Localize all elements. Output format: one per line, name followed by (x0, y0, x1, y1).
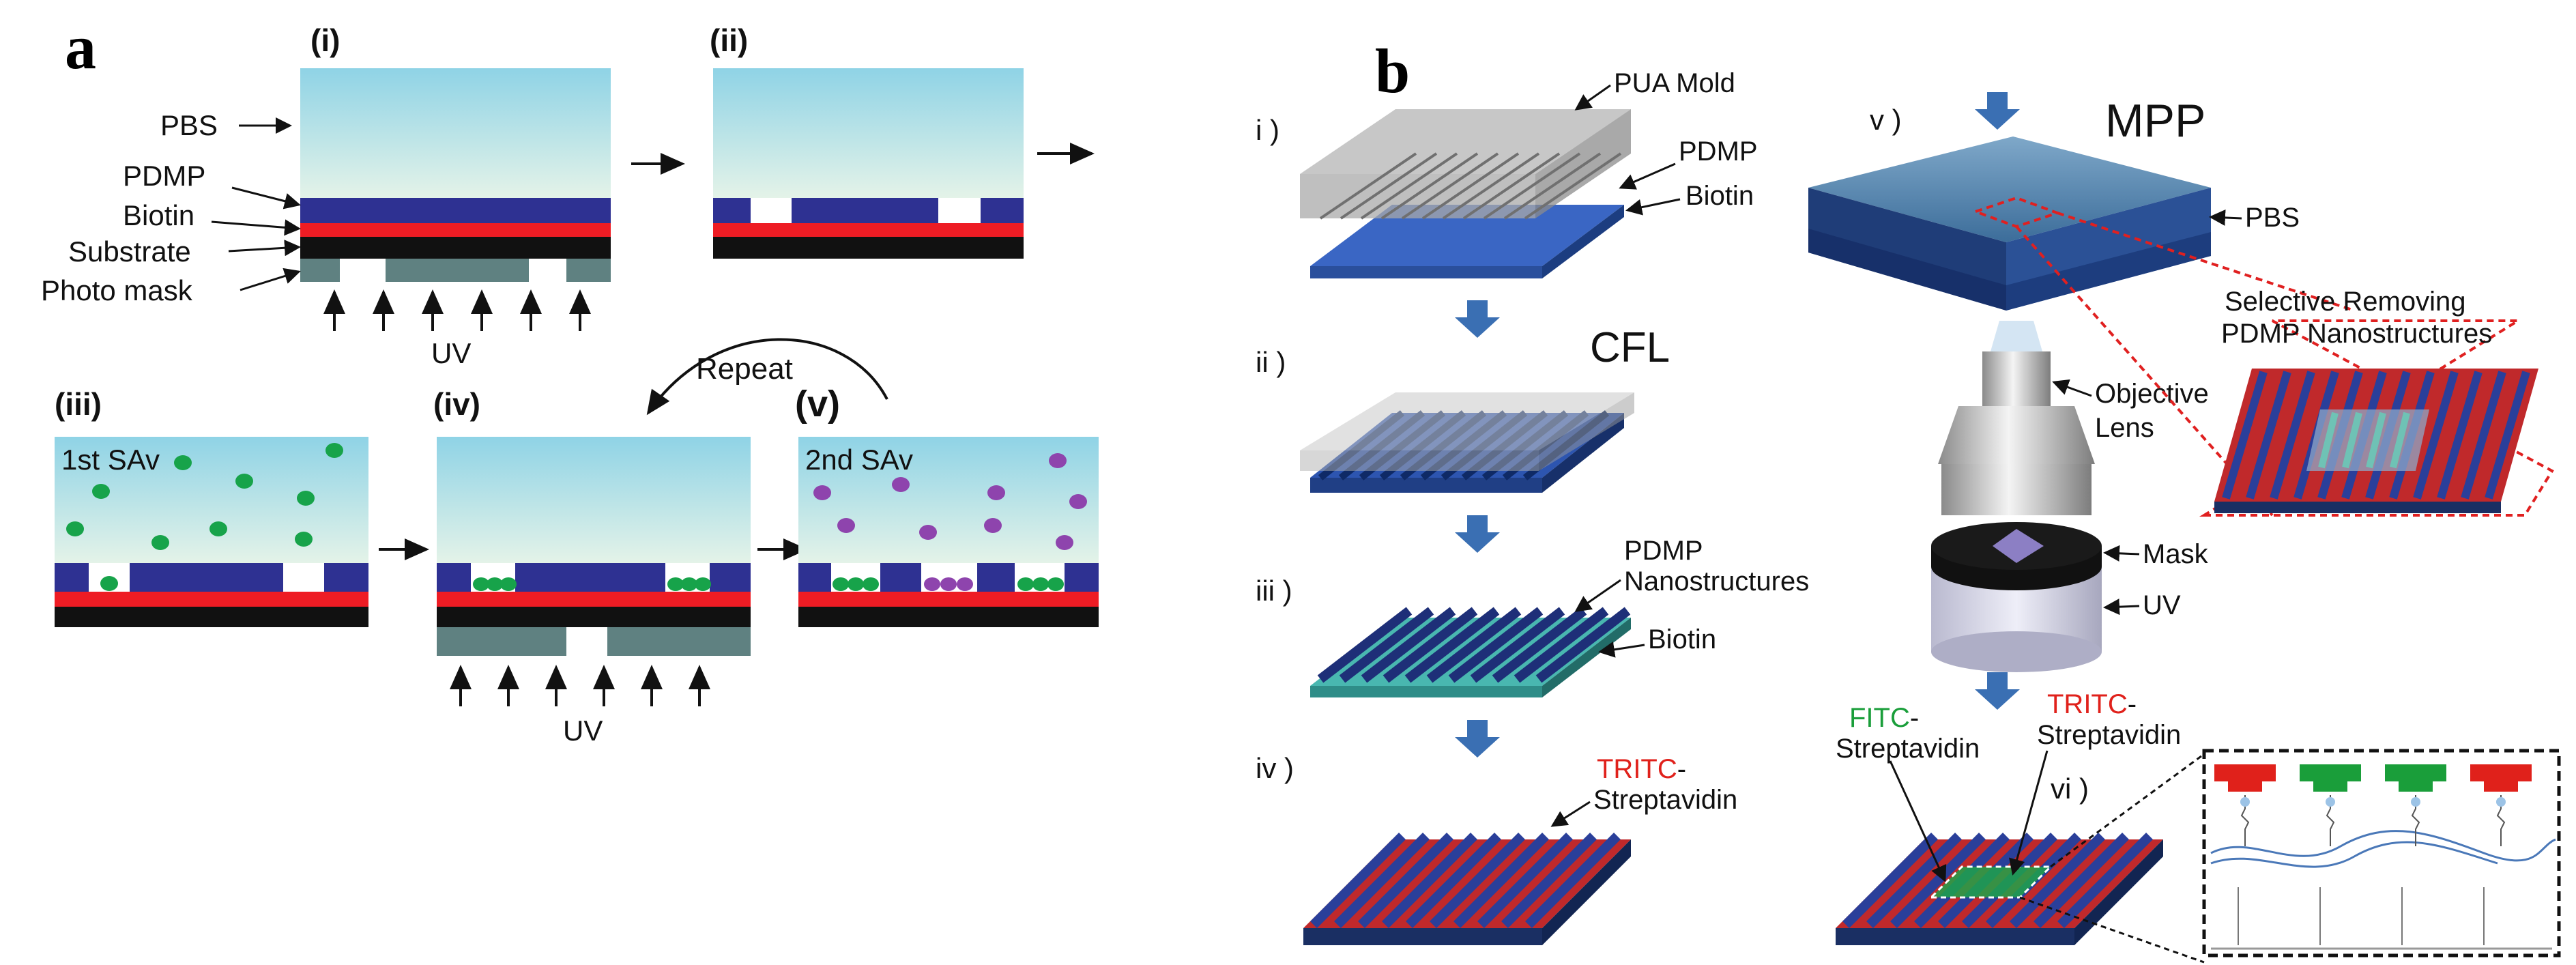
sav2-molecules (813, 453, 1087, 550)
panel-b-label: b (1375, 36, 1410, 106)
step-b-ii-label: ii ) (1256, 346, 1286, 378)
pdmp-nano-label-2: Nanostructures (1624, 566, 1809, 596)
selective-label-1: Selective Removing (2225, 287, 2466, 317)
streptavidin-tritc-label: Streptavidin (2037, 720, 2181, 750)
streptavidin-row (2214, 764, 2532, 792)
tritc-label: TRITC- (1597, 754, 1686, 784)
panel-b: b i ) PUA Mold (1256, 36, 2561, 964)
streptavidin-label-iv: Streptavidin (1593, 785, 1737, 815)
layer-labels-a: PBS PDMP Biotin Substrate Photo mask (41, 109, 301, 306)
label-biotin: Biotin (123, 199, 194, 231)
step-a-ii-label: (ii) (710, 23, 748, 58)
stack-a-iii: 1st SAv (55, 437, 368, 627)
stack-a-v: 2nd SAv (798, 437, 1099, 627)
pbs-layer (300, 68, 611, 198)
pdmp-nano-label-1: PDMP (1624, 536, 1703, 566)
sav1-molecules (66, 443, 343, 591)
biotin-label-b: Biotin (1685, 181, 1754, 211)
down-arrow-blue (1975, 672, 2020, 710)
stack-a-i (300, 68, 611, 282)
photomask-segment (566, 259, 611, 282)
objective-lens (1938, 321, 2095, 515)
step-a-iii-label: (iii) (55, 386, 102, 422)
pua-mold-label: PUA Mold (1614, 68, 1735, 98)
fitc-label: FITC- (1849, 703, 1919, 733)
label-photomask: Photo mask (41, 274, 193, 306)
selective-label-2: PDMP Nanostructures (2221, 319, 2492, 349)
panel-a-label: a (65, 12, 96, 82)
step-a-iv-label: (iv) (433, 386, 480, 422)
stack-b-ii (1300, 392, 1634, 493)
mask-label: Mask (2143, 539, 2209, 569)
cfl-label: CFL (1590, 324, 1670, 371)
pbs-box (1808, 136, 2211, 311)
objective-label-1: Objective (2095, 379, 2209, 409)
step-a-i-label: (i) (310, 23, 340, 58)
streptavidin-fitc-label: Streptavidin (1836, 734, 1980, 764)
sav2-label: 2nd SAv (805, 444, 913, 476)
step-b-v-label: v ) (1870, 104, 1902, 136)
uv-label: UV (563, 715, 603, 747)
step-b-vi-label: vi ) (2051, 773, 2089, 805)
pdmp-label-b: PDMP (1679, 136, 1758, 167)
biotin-layer (300, 223, 611, 237)
mpp-label: MPP (2105, 95, 2205, 147)
label-substrate: Substrate (68, 235, 191, 268)
mask-uv-source (1931, 522, 2102, 672)
uv-arrows-a-i: UV (323, 289, 591, 369)
stack-b-vi (1836, 833, 2163, 945)
stack-b-iv (1303, 833, 1631, 945)
stack-b-iii (1310, 607, 1631, 697)
step-b-iii-label: iii ) (1256, 575, 1292, 607)
stack-a-iv (437, 437, 751, 656)
step-b-i-label: i ) (1256, 114, 1279, 146)
pdmp-layer (300, 198, 611, 223)
label-pbs: PBS (160, 109, 218, 141)
stack-b-i (1300, 109, 1631, 278)
down-arrow-blue (1455, 720, 1500, 758)
uv-label: UV (431, 337, 471, 369)
tritc2-label: TRITC- (2047, 689, 2137, 719)
pbs-label-b: PBS (2245, 203, 2300, 233)
substrate-layer (300, 237, 611, 259)
repeat-arrow (646, 338, 888, 416)
pointer-line (231, 186, 301, 210)
uv-label-b: UV (2143, 590, 2181, 620)
objective-label-2: Lens (2095, 413, 2154, 443)
selective-removing-callout (2015, 212, 2554, 517)
repeat-label: Repeat (696, 352, 793, 386)
uv-arrows-a-iv: UV (450, 665, 710, 747)
step-a-v-label: (v) (795, 384, 840, 424)
down-arrow-blue (1975, 92, 2020, 130)
down-arrow-blue (1455, 515, 1500, 553)
stack-a-ii (713, 68, 1024, 259)
sav1-label: 1st SAv (61, 444, 160, 476)
pointer-line (228, 240, 301, 257)
step-b-iv-label: iv ) (1256, 752, 1294, 784)
label-pdmp: PDMP (123, 160, 205, 192)
molecular-inset (2202, 749, 2561, 957)
biotin-label-b-iii: Biotin (1648, 624, 1716, 654)
pointer-line (211, 219, 301, 236)
panel-a: a (i) PBS PDMP Biotin Substrate Photo ma… (41, 12, 1099, 747)
photomask-segment (300, 259, 340, 282)
photomask-segment (386, 259, 529, 282)
pointer-line (240, 268, 301, 291)
down-arrow-blue (1455, 300, 1500, 338)
